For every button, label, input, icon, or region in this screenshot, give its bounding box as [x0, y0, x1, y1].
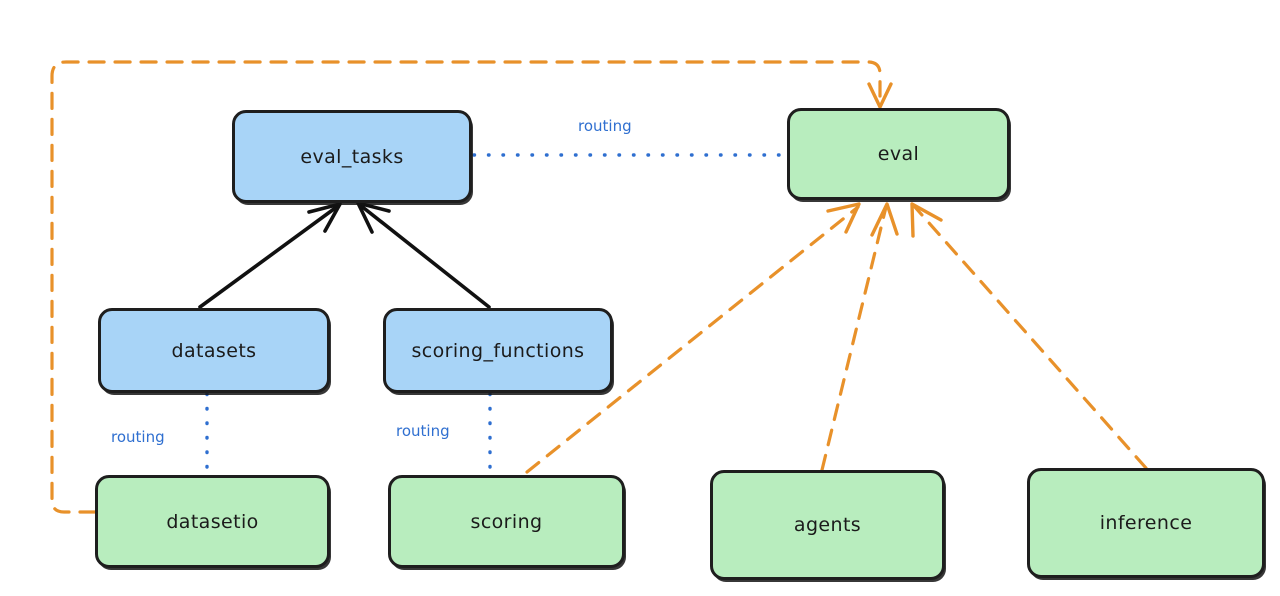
node-label-inference: inference: [1099, 512, 1193, 534]
node-scoring[interactable]: scoring: [388, 475, 625, 568]
arrowhead-scoring-functions-to-eval-tasks: [356, 201, 391, 234]
node-inference[interactable]: inference: [1027, 468, 1265, 578]
node-eval[interactable]: eval: [787, 108, 1010, 200]
edge-scoring-functions-to-eval-tasks: [358, 203, 491, 309]
edge-label-routing-datasets-datasetio: routing: [111, 428, 165, 446]
node-label-scoring-functions: scoring_functions: [411, 339, 585, 362]
node-label-eval: eval: [877, 143, 920, 165]
node-datasetio[interactable]: datasetio: [95, 475, 330, 568]
node-label-agents: agents: [793, 514, 862, 536]
arrowhead-agents-to-eval: [870, 202, 899, 237]
node-label-scoring: scoring: [470, 510, 543, 533]
arrowhead-datasets-to-eval-tasks: [307, 202, 342, 233]
arrowhead-scoring-to-eval: [826, 202, 861, 234]
node-agents[interactable]: agents: [710, 470, 945, 580]
node-datasets[interactable]: datasets: [98, 308, 330, 393]
node-scoring-functions[interactable]: scoring_functions: [383, 308, 613, 393]
node-eval-tasks[interactable]: eval_tasks: [232, 110, 472, 203]
edge-label-routing-scoring-functions-scoring: routing: [396, 422, 450, 440]
edge-datasets-to-eval-tasks: [198, 204, 340, 309]
edge-datasetio-to-eval: [50, 60, 882, 514]
arrowhead-inference-to-eval: [910, 202, 943, 238]
edge-label-routing-eval-tasks-eval: routing: [578, 117, 632, 135]
node-label-datasets: datasets: [171, 339, 257, 362]
edge-scoring-to-eval: [525, 205, 860, 474]
edge-agents-to-eval: [820, 205, 888, 472]
node-label-datasetio: datasetio: [166, 510, 259, 533]
edge-inference-to-eval: [912, 204, 1148, 470]
arrowhead-datasetio-to-eval: [867, 82, 893, 109]
node-label-eval-tasks: eval_tasks: [300, 145, 404, 168]
